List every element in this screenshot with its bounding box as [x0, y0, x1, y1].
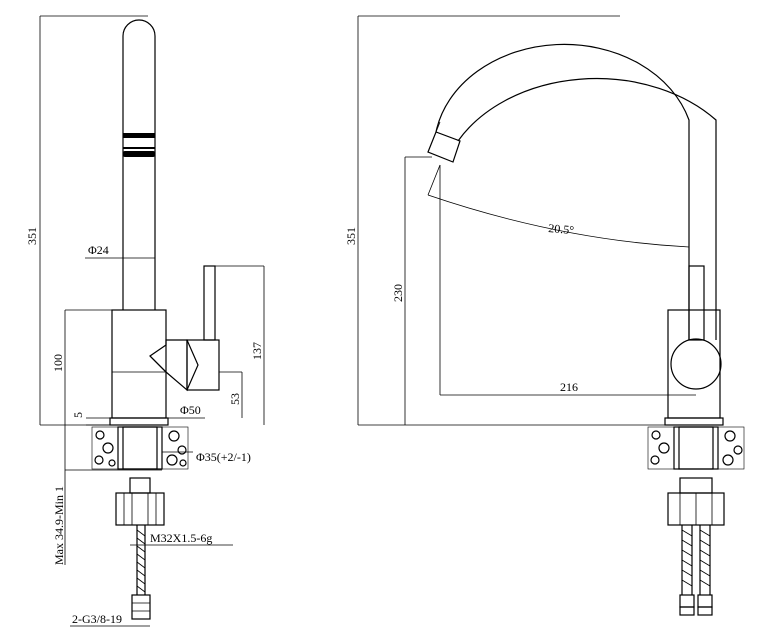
dim-gap: 5: [71, 412, 85, 418]
dim-handle-height: 137: [250, 342, 264, 360]
dim-deck-thickness: Max 34.9-Min 1: [52, 486, 66, 565]
dim-spout-diameter: Φ24: [88, 243, 109, 257]
front-view: 351 230 20.5° 216: [344, 15, 745, 616]
dim-right-height: 351: [344, 227, 358, 245]
dim-left-height: 351: [25, 227, 39, 245]
dim-hose-thread: 2-G3/8-19: [72, 612, 122, 626]
dim-body-height: 100: [51, 354, 65, 372]
dim-swing-angle: 20.5°: [548, 221, 575, 237]
dim-outlet-height: 230: [391, 284, 405, 302]
hose-right-1: [681, 525, 693, 595]
hose-right-2: [699, 525, 711, 595]
hose-left: [136, 525, 146, 595]
side-view: 351 Φ24 100 137 53 5 Φ5: [25, 15, 265, 627]
dim-base-diameter: Φ50: [180, 403, 201, 417]
dim-thread: M32X1.5-6g: [150, 531, 212, 545]
dim-reach: 216: [560, 380, 578, 394]
deck-stones-right: [650, 430, 743, 466]
dim-lever-offset: 53: [228, 393, 242, 405]
dim-mount-hole: Φ35(+2/-1): [196, 450, 251, 464]
deck-stones: [94, 430, 187, 467]
